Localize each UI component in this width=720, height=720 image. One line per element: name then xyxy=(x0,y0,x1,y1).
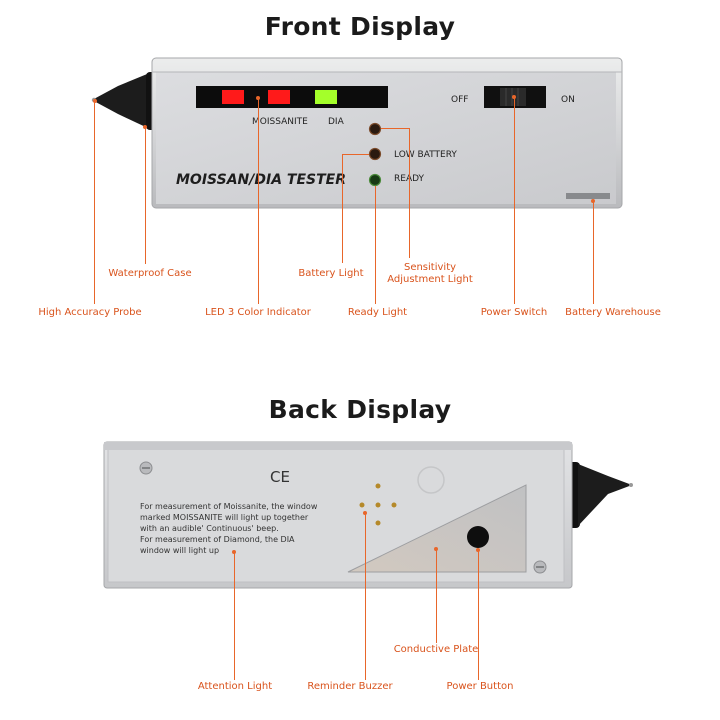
callout-sensitivity-line1: Sensitivity xyxy=(403,262,457,273)
instruction-line-4: For measurement of Diamond, the DIA xyxy=(140,535,295,544)
power-button[interactable] xyxy=(467,526,489,548)
leader-battery-h xyxy=(342,154,369,155)
leader-sensitivity-h xyxy=(381,128,409,129)
leader-sensitivity-v xyxy=(409,128,410,258)
ready-light xyxy=(368,173,382,187)
switch-label-on: ON xyxy=(561,95,575,105)
sensitivity-light xyxy=(368,122,382,136)
front-probe xyxy=(91,72,160,130)
label-low-battery: LOW BATTERY xyxy=(394,150,457,160)
instruction-line-5: window will light up xyxy=(140,546,219,555)
instruction-line-3: with an audible' Continuous' beep. xyxy=(140,524,279,533)
leader-battery-v xyxy=(342,154,343,263)
callout-attention-light: Attention Light xyxy=(197,681,273,692)
instruction-line-2: marked MOISSANITE will light up together xyxy=(140,513,309,522)
callout-power-switch: Power Switch xyxy=(480,307,548,318)
callout-power-button: Power Button xyxy=(446,681,514,692)
callout-conductive-plate: Conductive Plate xyxy=(393,644,479,655)
front-display-title: Front Display xyxy=(264,12,456,41)
leader-led xyxy=(258,98,259,304)
callout-battery-light: Battery Light xyxy=(298,268,364,279)
battery-light xyxy=(368,147,382,161)
emblem xyxy=(417,466,445,494)
callout-waterproof-case: Waterproof Case xyxy=(108,268,192,279)
leader-warehouse xyxy=(593,201,594,304)
leader-switch xyxy=(514,97,515,304)
conductive-plate xyxy=(347,484,527,573)
led-dia xyxy=(315,90,337,104)
led-moissanite-1 xyxy=(222,90,244,104)
label-moissanite: MOISSANITE xyxy=(252,117,308,127)
back-probe xyxy=(566,462,633,528)
leader-attention xyxy=(234,552,235,680)
leader-ready xyxy=(375,186,376,304)
leader-power-button xyxy=(478,550,479,680)
callout-battery-warehouse: Battery Warehouse xyxy=(565,307,661,318)
leader-probe xyxy=(94,101,95,304)
buzzer-holes xyxy=(359,483,397,526)
leader-case xyxy=(145,127,146,264)
back-display-title: Back Display xyxy=(268,395,452,424)
leader-buzzer xyxy=(365,513,366,680)
back-device: CE For measurement of Moissanite, the wi… xyxy=(103,441,633,589)
brand-label: MOISSAN/DIA TESTER xyxy=(176,172,346,188)
led-moissanite-2 xyxy=(268,90,290,104)
label-dia: DIA xyxy=(328,117,345,127)
led-indicator-window xyxy=(196,86,388,108)
front-device: MOISSANITE DIA OFF ON LOW BATTERY READY … xyxy=(91,57,623,209)
ce-mark: CE xyxy=(270,468,290,486)
switch-label-off: OFF xyxy=(451,95,468,105)
instruction-line-1: For measurement of Moissanite, the windo… xyxy=(140,502,318,511)
leader-plate xyxy=(436,549,437,643)
callout-led-indicator: LED 3 Color Indicator xyxy=(205,307,311,318)
callout-ready-light: Ready Light xyxy=(347,307,408,318)
callout-sensitivity-line2: Adjustment Light xyxy=(387,274,473,285)
callout-high-accuracy-probe: High Accuracy Probe xyxy=(38,307,142,318)
callout-reminder-buzzer: Reminder Buzzer xyxy=(307,681,393,692)
